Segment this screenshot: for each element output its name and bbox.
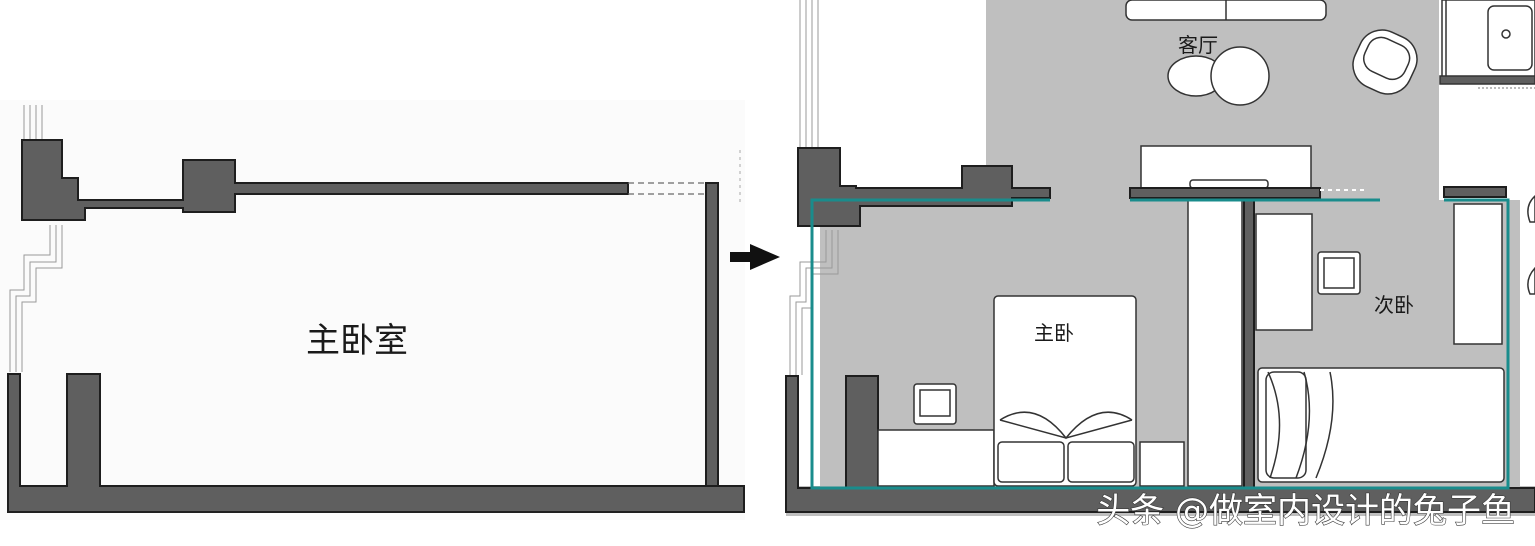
second-wardrobe <box>1453 203 1503 345</box>
before-bottom-wall <box>7 373 745 513</box>
master-desk <box>877 429 995 487</box>
master-pillow-right <box>1067 441 1135 483</box>
master-bed <box>993 295 1137 487</box>
before-opening <box>628 182 706 195</box>
master-chair <box>913 383 957 425</box>
master-wardrobe <box>1187 199 1243 487</box>
second-bedroom-label: 次卧 <box>1374 293 1414 317</box>
after-balcony <box>820 0 986 170</box>
before-plan: 主卧室 <box>0 100 745 520</box>
after-wall-segment-right <box>1443 186 1507 198</box>
before-right-wall <box>705 182 719 489</box>
after-walls <box>785 147 1535 513</box>
after-bathroom <box>1439 0 1535 85</box>
after-bottom-wall <box>785 375 1535 513</box>
master-pillow-left <box>997 441 1065 483</box>
second-chair <box>1317 251 1361 295</box>
after-corner-pillar <box>797 147 1051 227</box>
round-table <box>1210 46 1270 106</box>
second-desk <box>1255 213 1313 331</box>
before-background <box>0 100 745 520</box>
living-room-label: 客厅 <box>1178 33 1218 57</box>
after-wall-segment-mid <box>1129 187 1321 199</box>
master-bedroom-label: 主卧 <box>1034 321 1074 345</box>
armchair <box>1352 29 1418 95</box>
after-partition-wall <box>1243 197 1255 489</box>
tv-unit <box>1189 179 1269 189</box>
second-bed <box>1257 367 1505 483</box>
sink <box>1487 5 1533 71</box>
master-nightstand <box>1139 441 1185 487</box>
arrow-icon <box>730 244 780 270</box>
before-window-lines <box>9 105 63 372</box>
second-bedroom-furniture <box>1255 203 1505 483</box>
after-right-fixtures <box>1527 194 1535 295</box>
highlight-outline <box>810 198 1510 490</box>
master-bedroom-furniture <box>877 199 1243 487</box>
before-room-label: 主卧室 <box>306 321 408 361</box>
after-plan: 客厅 <box>785 0 1535 516</box>
watermark: 头条 @做室内设计的兔子鱼 <box>1096 491 1515 531</box>
